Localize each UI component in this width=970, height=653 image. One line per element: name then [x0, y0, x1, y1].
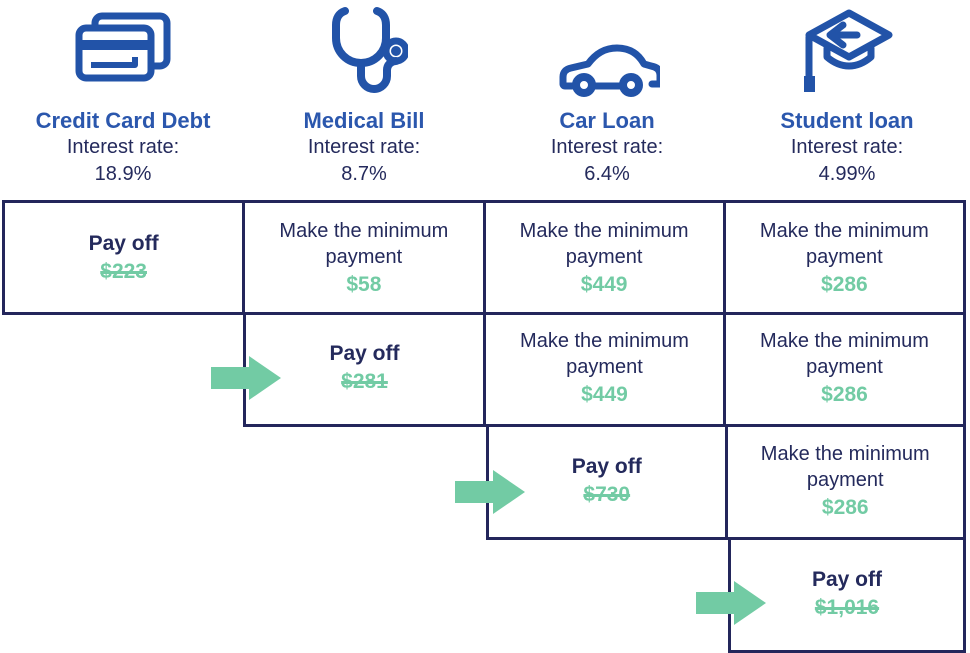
payoff-label: Pay off [88, 231, 159, 255]
payoff-cell-student-loan: Pay off $1,016 [731, 537, 963, 650]
interest-rate-label: Interest rate: [550, 136, 664, 158]
minimum-cell-student-loan: Make the minimum payment $286 [723, 312, 963, 424]
interest-rate-value: 8.7% [341, 163, 387, 185]
interest-rate-value: 4.99% [818, 163, 876, 185]
minimum-label: Make the minimum payment [279, 219, 449, 268]
graduation-cap-icon [726, 0, 968, 108]
payoff-amount: $281 [341, 370, 388, 393]
minimum-label: Make the minimum payment [759, 219, 929, 268]
interest-rate-value: 6.4% [584, 163, 630, 185]
step-row-3: Pay off $730 Make the minimum payment $2… [486, 424, 966, 540]
payoff-cell-credit-card: Pay off $223 [5, 203, 242, 312]
interest-rate-label: Interest rate: [307, 136, 421, 158]
minimum-label: Make the minimum payment [519, 219, 689, 268]
minimum-amount: $449 [580, 272, 628, 296]
interest-rate-value: 18.9% [94, 163, 152, 185]
step-row-2: Pay off $281 Make the minimum payment $4… [243, 312, 966, 427]
column-title: Credit Card Debt [35, 108, 211, 133]
minimum-cell-student-loan: Make the minimum payment $286 [724, 424, 964, 537]
minimum-cell-car-loan: Make the minimum payment $449 [483, 312, 723, 424]
step-row-1: Pay off $223 Make the minimum payment $5… [2, 200, 966, 315]
credit-card-icon [2, 0, 244, 108]
minimum-amount: $286 [821, 272, 868, 296]
minimum-amount: $286 [821, 383, 868, 406]
column-title: Student loan [780, 108, 914, 133]
column-header-credit-card: Credit Card Debt Interest rate: 18.9% [2, 0, 244, 188]
column-title: Car Loan [559, 108, 655, 133]
step-arrow-row-3 [455, 470, 525, 514]
stethoscope-icon [243, 0, 485, 108]
interest-rate-label: Interest rate: [790, 136, 904, 158]
minimum-amount: $58 [346, 272, 382, 296]
payoff-cell-car-loan: Pay off $730 [489, 424, 725, 537]
payoff-cell-medical-bill: Pay off $281 [246, 312, 483, 424]
minimum-amount: $286 [821, 495, 869, 519]
payoff-amount: $730 [583, 482, 631, 506]
step-arrow-row-4 [696, 581, 766, 625]
payoff-amount: $1,016 [814, 595, 880, 619]
car-icon [486, 0, 728, 108]
payoff-label: Pay off [329, 342, 400, 365]
column-header-student-loan: Student loan Interest rate: 4.99% [726, 0, 968, 188]
minimum-cell-medical-bill: Make the minimum payment $58 [242, 203, 482, 312]
payoff-amount: $223 [100, 259, 147, 283]
payoff-label: Pay off [811, 567, 882, 591]
minimum-label: Make the minimum payment [520, 330, 689, 378]
interest-rate-label: Interest rate: [66, 136, 180, 158]
minimum-label: Make the minimum payment [760, 442, 930, 491]
column-title: Medical Bill [303, 108, 425, 133]
column-header-car-loan: Car Loan Interest rate: 6.4% [486, 0, 728, 188]
step-arrow-row-2 [211, 356, 281, 400]
minimum-label: Make the minimum payment [760, 330, 929, 378]
minimum-cell-car-loan: Make the minimum payment $449 [482, 203, 723, 312]
column-header-medical-bill: Medical Bill Interest rate: 8.7% [243, 0, 485, 188]
minimum-amount: $449 [581, 383, 628, 406]
payoff-label: Pay off [571, 454, 642, 478]
minimum-cell-student-loan: Make the minimum payment $286 [722, 203, 963, 312]
